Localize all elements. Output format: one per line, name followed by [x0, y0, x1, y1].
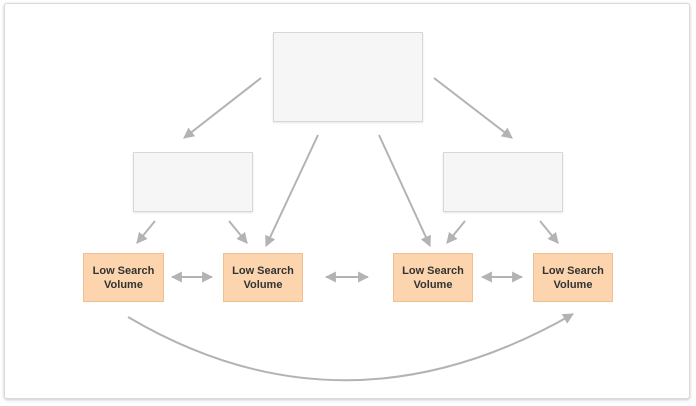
- keyword-node-3: Low Search Volume: [393, 253, 473, 302]
- mid-node-left: [133, 152, 253, 212]
- keyword-node-2-label: Low Search Volume: [232, 264, 294, 291]
- arrow-left-mid-to-keyword-1: [136, 220, 156, 244]
- arrow-top-to-keyword-3: [378, 134, 431, 247]
- arrow-top-to-keyword-2: [265, 134, 319, 247]
- keyword-node-3-label: Low Search Volume: [402, 264, 464, 291]
- keyword-node-2: Low Search Volume: [223, 253, 303, 302]
- arrow-right-mid-to-keyword-4: [539, 220, 559, 244]
- arrow-right-mid-to-keyword-3: [446, 220, 466, 244]
- top-node: [273, 32, 423, 122]
- keyword-node-1: Low Search Volume: [83, 253, 164, 302]
- keyword-node-1-label: Low Search Volume: [92, 264, 155, 291]
- keyword-node-4: Low Search Volume: [533, 253, 613, 302]
- arrow-left-mid-to-keyword-2: [228, 220, 248, 244]
- arrow-top-to-left-mid: [183, 77, 262, 139]
- arrow-top-to-right-mid: [433, 77, 513, 139]
- keyword-node-4-label: Low Search Volume: [542, 264, 604, 291]
- mid-node-right: [443, 152, 563, 212]
- arc-keyword-1-to-4: [127, 313, 574, 382]
